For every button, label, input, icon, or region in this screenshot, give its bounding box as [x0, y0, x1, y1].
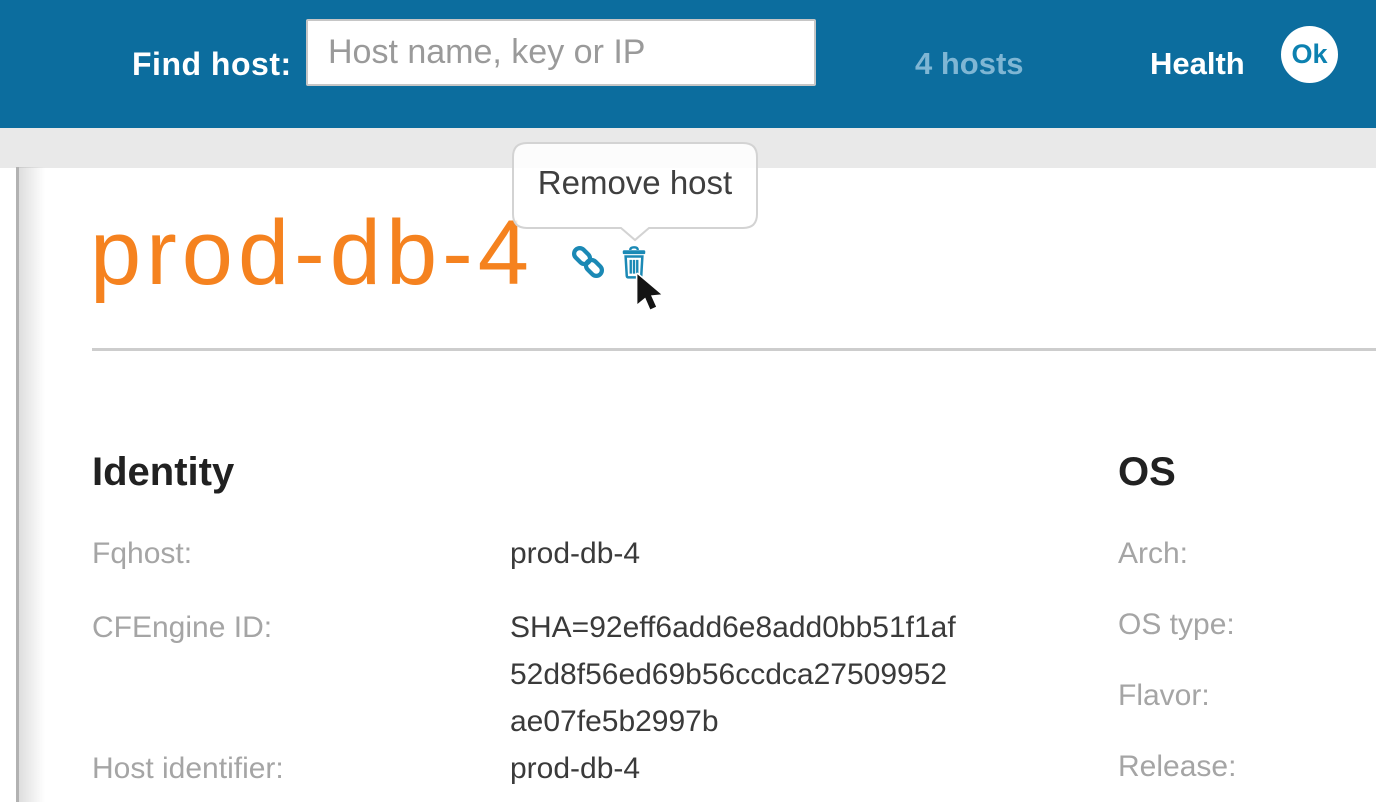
section-divider — [92, 348, 1376, 351]
top-navbar: Find host: 4 hosts Health Ok — [0, 0, 1376, 128]
host-link-button[interactable] — [569, 243, 607, 281]
row-os-type: OS type: — [1118, 601, 1376, 649]
panel-edge-shadow — [19, 167, 45, 802]
page-title: prod-db-4 — [90, 202, 534, 304]
row-label: Flavor: — [1118, 679, 1210, 712]
panel-left-edge — [16, 167, 19, 802]
row-flavor: Flavor: — [1118, 672, 1376, 720]
health-menu-label[interactable]: Health — [1150, 46, 1245, 81]
host-search-input[interactable] — [306, 19, 816, 86]
find-host-label: Find host: — [132, 45, 292, 82]
os-heading: OS — [1118, 450, 1176, 494]
identity-heading: Identity — [92, 450, 235, 494]
hosts-count-link[interactable]: 4 hosts — [915, 46, 1024, 81]
row-label: OS type: — [1118, 608, 1235, 641]
ok-status-badge[interactable]: Ok — [1281, 26, 1338, 83]
row-cfengine-id: CFEngine ID: SHA=92eff6add6e8add0bb51f1a… — [92, 604, 1082, 745]
row-label: Arch: — [1118, 537, 1189, 570]
remove-host-tooltip: Remove host — [512, 142, 758, 242]
row-label: Host identifier: — [92, 752, 284, 785]
row-fqhost: Fqhost: prod-db-4 — [92, 530, 1082, 578]
row-label: Fqhost: — [92, 537, 193, 570]
tooltip-text: Remove host — [537, 164, 733, 201]
row-host-identifier: Host identifier: prod-db-4 — [92, 745, 1082, 793]
mouse-cursor-icon — [635, 272, 663, 311]
row-value: SHA=92eff6add6e8add0bb51f1af52d8f56ed69b… — [510, 611, 956, 738]
row-release: Release: — [1118, 743, 1376, 791]
tooltip-bubble — [512, 142, 758, 242]
identity-section: Identity Fqhost: prod-db-4 CFEngine ID: … — [92, 448, 1082, 793]
link-icon — [571, 245, 605, 279]
row-value: prod-db-4 — [510, 537, 641, 570]
row-arch: Arch: — [1118, 530, 1376, 578]
row-label: Release: — [1118, 750, 1237, 783]
row-label: CFEngine ID: — [92, 611, 273, 644]
row-value: prod-db-4 — [510, 752, 641, 785]
os-section: OS Arch: OS type: Flavor: Release: — [1118, 448, 1376, 802]
